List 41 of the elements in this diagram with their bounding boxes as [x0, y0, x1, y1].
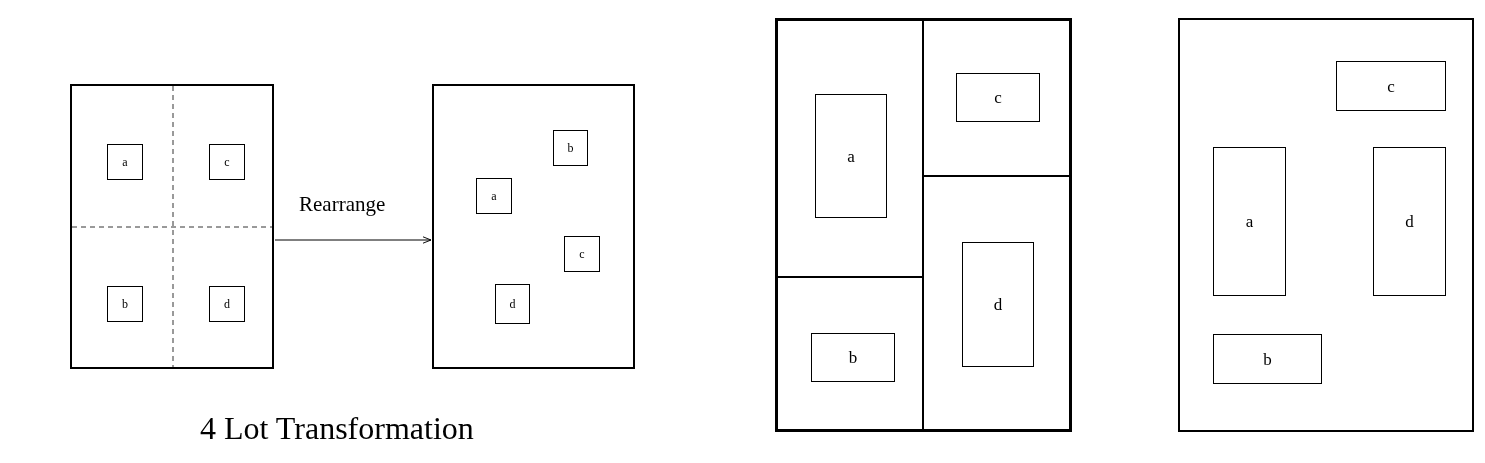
plot-letter: c: [994, 89, 1002, 106]
plot-letter: a: [491, 190, 497, 202]
plot-rectangle: [209, 144, 245, 180]
lot-area: [776, 19, 924, 278]
plot-letter: d: [993, 296, 1003, 313]
plot-letter: b: [848, 349, 858, 366]
plot-letter: a: [122, 156, 128, 168]
plot-rectangle: [209, 286, 245, 322]
plot-rectangle: [815, 94, 887, 218]
plot-letter: d: [509, 298, 516, 310]
plot-rectangle: [107, 144, 143, 180]
edge-label: Rearrange: [299, 194, 386, 215]
plot-rectangle: [956, 73, 1040, 122]
lot-area: [776, 276, 924, 431]
site-panel: [1178, 18, 1474, 432]
plot-rectangle: [1213, 334, 1322, 384]
lot-area: [922, 19, 1071, 177]
plot-rectangle: [1373, 147, 1446, 296]
plot-letter: c: [224, 156, 230, 168]
plot-rectangle: [962, 242, 1034, 367]
plot-letter: c: [1387, 77, 1395, 95]
plot-letter: a: [847, 147, 855, 165]
plot-rectangle: [495, 284, 530, 324]
site-panel: [775, 18, 1072, 432]
plot-letter: c: [579, 248, 585, 260]
lot-area: [922, 175, 1071, 431]
plot-rectangle: [107, 286, 143, 322]
plot-letter: a: [1245, 213, 1254, 230]
plot-rectangle: [811, 333, 895, 382]
plot-rectangle: [1213, 147, 1286, 296]
plot-letter: b: [1263, 350, 1272, 368]
plot-rectangle: [476, 178, 512, 214]
plot-rectangle: [1336, 61, 1446, 111]
plot-rectangle: [553, 130, 588, 166]
plot-letter: b: [567, 142, 574, 154]
caption: 4 Lot Transformation: [200, 412, 474, 444]
plot-letter: d: [1405, 213, 1414, 230]
site-panel: [432, 84, 635, 369]
plot-letter: b: [122, 298, 128, 310]
plot-letter: d: [224, 298, 230, 310]
plot-rectangle: [564, 236, 600, 272]
